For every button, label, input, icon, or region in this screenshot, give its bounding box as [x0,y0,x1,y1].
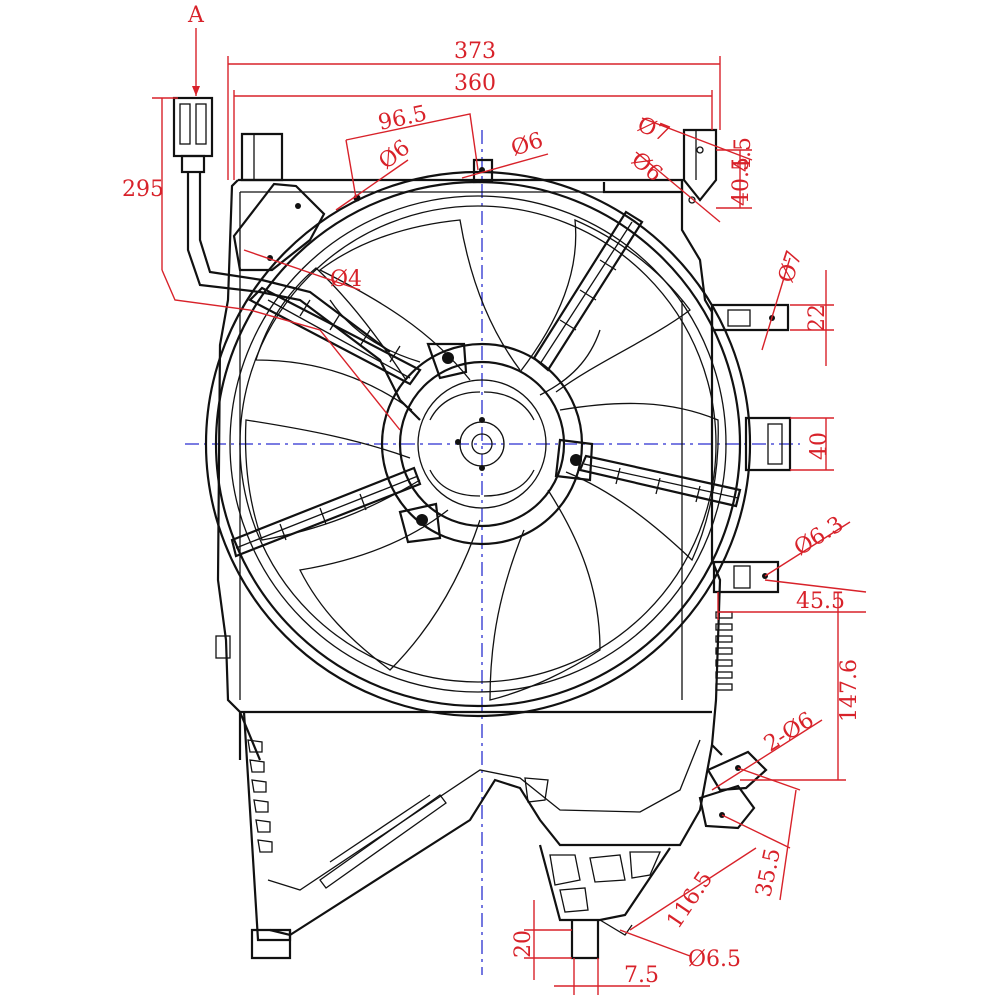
electrical-connector [172,96,421,421]
dim-40-5: 40.5 [729,157,754,206]
dim-overall-width: 373 [454,39,496,64]
fan-spokes [230,210,742,558]
dim-holes-2x-d6: 2-Ø6 [760,708,819,758]
dim-connector-height: 295 [122,177,164,202]
dim-frame-width: 360 [454,71,496,96]
dim-22: 22 [805,304,830,332]
dim-40: 40 [807,432,832,460]
view-label: A [187,3,205,28]
dim-hole-offset: 96.5 [376,101,429,136]
dimensions: A 373 360 295 96.5 Ø6 Ø6 Ø7 Ø6 [122,3,867,995]
fan-blades [244,218,719,701]
dim-hole-d6-5: Ø6.5 [688,947,741,972]
dim-45-5: 45.5 [796,589,845,614]
shroud-frame [215,128,792,960]
motor-hub [380,342,594,546]
dim-hole-d7-right: Ø7 [774,248,808,286]
dim-hole-d6-3: Ø6.3 [790,512,848,561]
dim-7-5: 7.5 [624,963,659,988]
dim-hole-d6-left: Ø6 [374,135,415,174]
dim-4-5: 4.5 [731,137,756,172]
dim-hole-d4: Ø4 [330,267,362,292]
centerlines [185,130,800,975]
dim-hole-d7-top: Ø7 [634,112,673,147]
dim-20: 20 [511,930,536,958]
dim-hole-d6-right: Ø6 [626,147,667,187]
dim-147-6: 147.6 [837,659,862,722]
fan-ring [204,170,752,718]
dim-116-5: 116.5 [662,867,718,933]
